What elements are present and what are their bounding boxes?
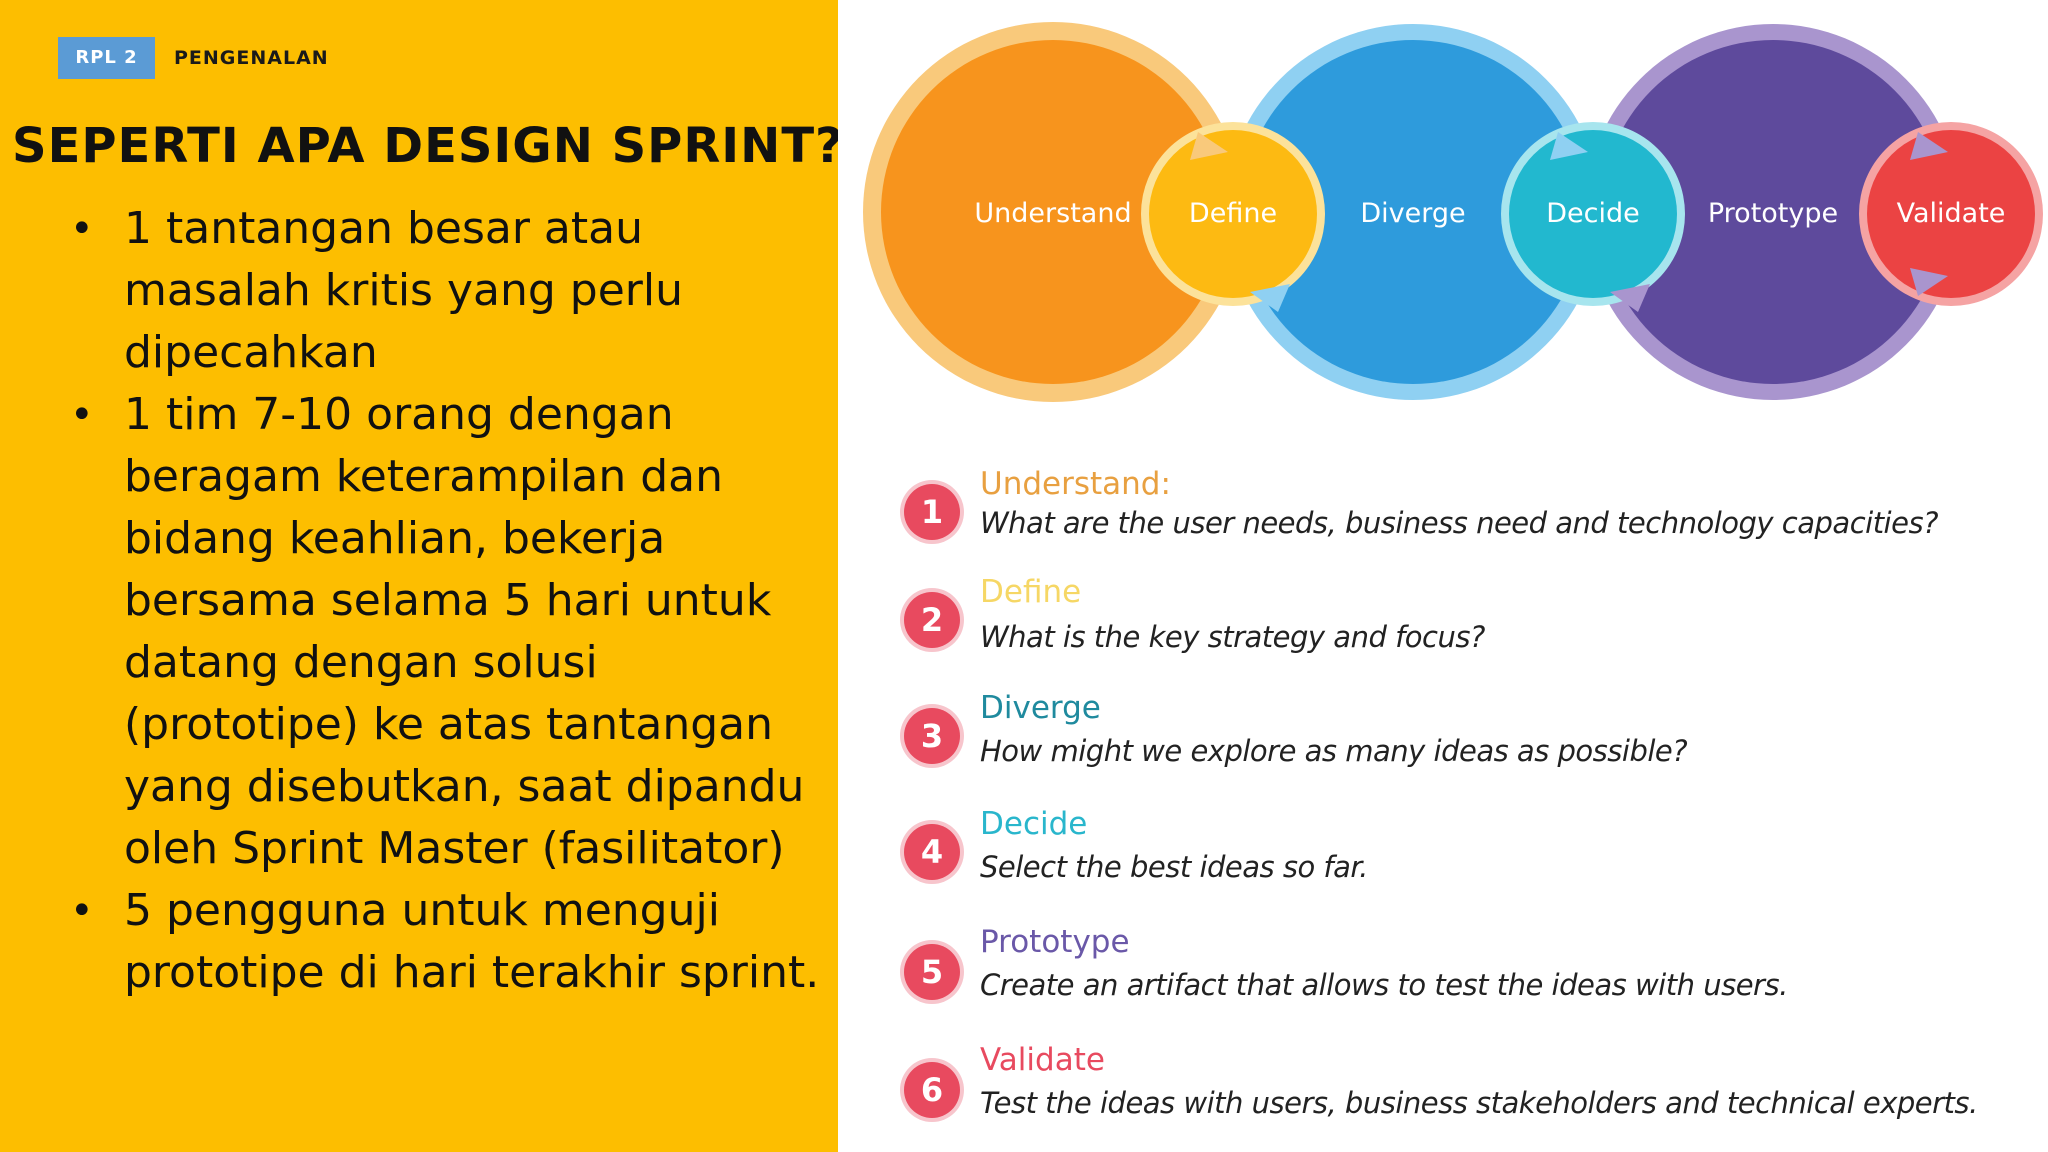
step-question: How might we explore as many ideas as po… — [980, 734, 1688, 768]
step-item: 6 Validate Test the ideas with users, bu… — [838, 1042, 2048, 1142]
bullet-item: • 1 tantangan besar atau masalah kritis y… — [70, 198, 820, 384]
step-number-badge: 2 — [904, 592, 960, 648]
step-title: Decide — [980, 806, 1088, 842]
left-panel: RPL 2 PENGENALAN SEPERTI APA DESIGN SPRI… — [0, 0, 843, 1152]
diagram-label-define: Define — [1189, 198, 1277, 229]
step-item: 4 Decide Select the best ideas so far. — [838, 806, 2048, 906]
arrow-icon — [1910, 268, 1948, 296]
bullet-text: 1 tim 7-10 orang dengan beragam keteramp… — [124, 389, 805, 874]
decide-circle — [1509, 130, 1677, 298]
step-title: Understand: — [980, 466, 1171, 502]
bullet-item: • 5 pengguna untuk menguji prototipe di h… — [70, 880, 820, 1004]
bullet-text: 5 pengguna untuk menguji prototipe di ha… — [124, 885, 820, 998]
step-item: 2 Define What is the key strategy and fo… — [838, 574, 2048, 674]
step-question: Select the best ideas so far. — [980, 850, 1368, 884]
step-item: 1 Understand: What are the user needs, b… — [838, 466, 2048, 566]
design-sprint-diagram: Understand Define Diverge Decide Prototy… — [863, 22, 2043, 402]
step-item: 3 Diverge How might we explore as many i… — [838, 690, 2048, 790]
step-title: Define — [980, 574, 1082, 610]
step-item: 5 Prototype Create an artifact that allo… — [838, 924, 2048, 1024]
right-panel: Understand Define Diverge Decide Prototy… — [838, 0, 2048, 1152]
step-number-badge: 4 — [904, 824, 960, 880]
step-title: Diverge — [980, 690, 1101, 726]
bullet-dot-icon: • — [70, 392, 94, 438]
diverge-circle — [1241, 40, 1585, 384]
step-question: Test the ideas with users, business stak… — [980, 1086, 1978, 1120]
prototype-circle — [1601, 40, 1945, 384]
arrow-icon — [1190, 132, 1228, 160]
slide-title: SEPERTI APA DESIGN SPRINT? — [12, 118, 844, 174]
diagram-label-decide: Decide — [1546, 198, 1640, 229]
arrow-icon — [1250, 284, 1290, 312]
step-number-badge: 5 — [904, 944, 960, 1000]
bullet-dot-icon: • — [70, 888, 94, 934]
bullet-list: • 1 tantangan besar atau masalah kritis y… — [70, 198, 820, 1004]
validate-circle — [1867, 130, 2035, 298]
step-number-badge: 6 — [904, 1062, 960, 1118]
course-badge: RPL 2 — [58, 37, 155, 79]
step-number-badge: 1 — [904, 484, 960, 540]
arrow-icon — [1610, 284, 1650, 312]
arrow-icon — [1550, 132, 1588, 160]
diagram-label-understand: Understand — [974, 198, 1131, 229]
step-title: Prototype — [980, 924, 1130, 960]
step-question: What is the key strategy and focus? — [980, 620, 1485, 654]
bullet-text: 1 tantangan besar atau masalah kritis ya… — [124, 203, 683, 378]
step-number-badge: 3 — [904, 708, 960, 764]
section-label: PENGENALAN — [174, 47, 329, 69]
step-question: What are the user needs, business need a… — [980, 506, 1938, 540]
define-circle — [1149, 130, 1317, 298]
diagram-label-validate: Validate — [1897, 198, 2006, 229]
arrow-icon — [1910, 132, 1948, 160]
diagram-label-diverge: Diverge — [1360, 198, 1465, 229]
step-title: Validate — [980, 1042, 1105, 1078]
step-question: Create an artifact that allows to test t… — [980, 968, 1788, 1002]
understand-circle — [881, 40, 1225, 384]
diagram-label-prototype: Prototype — [1708, 198, 1838, 229]
bullet-dot-icon: • — [70, 206, 94, 252]
bullet-item: • 1 tim 7-10 orang dengan beragam keteram… — [70, 384, 820, 880]
